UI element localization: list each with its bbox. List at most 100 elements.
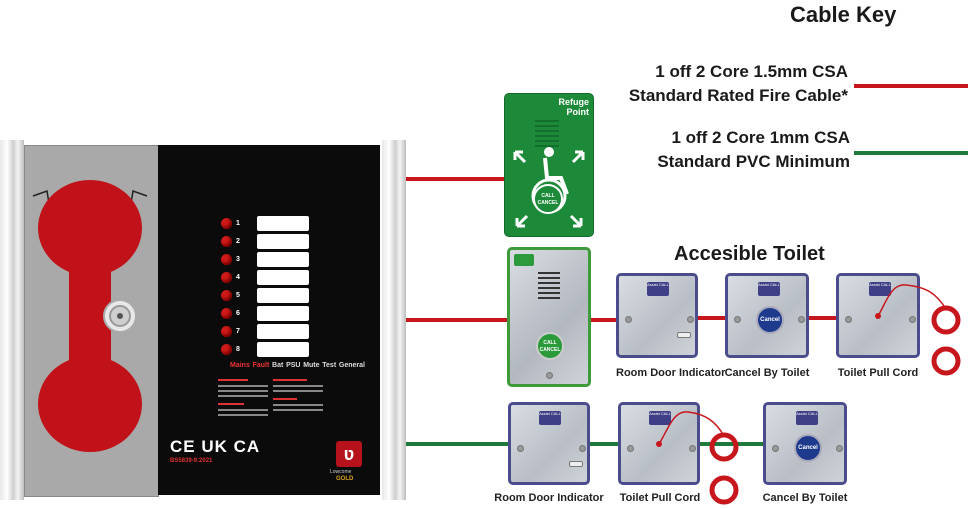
zone-number: 6 bbox=[236, 310, 240, 317]
screw-icon bbox=[845, 316, 852, 323]
refuge-call-label: CALL bbox=[541, 193, 555, 199]
fire-cable-swatch bbox=[854, 84, 968, 88]
zone-label-card bbox=[257, 216, 309, 231]
screw-icon bbox=[734, 316, 741, 323]
cancel-by-toilet-caption-2: Cancel By Toilet bbox=[762, 492, 848, 504]
status-psu: PSU bbox=[286, 362, 301, 369]
screw-icon bbox=[687, 316, 694, 323]
pvc-cable-swatch bbox=[854, 151, 968, 155]
ce-ukca-marks: CE UK CA bbox=[170, 437, 261, 456]
pvc-cable-legend: 1 off 2 Core 1mm CSA Standard PVC Minimu… bbox=[560, 126, 850, 174]
zone-number: 4 bbox=[236, 274, 240, 281]
zone-label-card bbox=[257, 252, 309, 267]
refuge-point-unit: Refuge Point CALL CANCEL bbox=[504, 93, 594, 237]
room-door-indicator-caption-2: Room Door Indicator bbox=[494, 492, 604, 504]
screw-icon bbox=[836, 445, 843, 452]
zone-led bbox=[221, 290, 232, 301]
zone-label-card bbox=[257, 324, 309, 339]
cancel-button[interactable]: Cancel bbox=[756, 306, 784, 334]
outstation-call-button[interactable]: CALL CANCEL bbox=[536, 332, 564, 360]
panel-face: 1 2 3 4 5 6 7 8 Mains Fault Bat PSU Mute Test G… bbox=[158, 145, 380, 495]
zone-number: 7 bbox=[236, 328, 240, 335]
room-door-indicator-1: Assist CALL bbox=[616, 273, 698, 358]
zone-led bbox=[221, 308, 232, 319]
zone-number: 1 bbox=[236, 220, 240, 227]
speaker-grille-icon bbox=[535, 120, 559, 148]
refuge-point-label: Refuge Point bbox=[558, 97, 589, 117]
handset-bay bbox=[24, 145, 159, 497]
pvc-cable-line1: 1 off 2 Core 1mm CSA bbox=[671, 128, 850, 147]
room-door-indicator-caption-1: Room Door Indicator bbox=[616, 367, 726, 379]
zone-label-card bbox=[257, 270, 309, 285]
zone-label-card bbox=[257, 342, 309, 357]
screw-icon bbox=[579, 445, 586, 452]
screw-icon bbox=[627, 445, 634, 452]
instructions-right bbox=[273, 377, 323, 437]
pull-cord-icon[interactable] bbox=[836, 273, 969, 393]
cancel-button[interactable]: Cancel bbox=[794, 434, 822, 462]
status-bat: Bat bbox=[272, 362, 284, 369]
instructions-left bbox=[218, 377, 268, 437]
status-mute: Mute bbox=[303, 362, 320, 369]
standard-text: BS5839-9:2021 bbox=[170, 458, 213, 464]
handset-icon[interactable] bbox=[25, 146, 158, 496]
assist-call-badge: Assist CALL bbox=[649, 411, 671, 425]
assist-call-badge: Assist CALL bbox=[796, 411, 818, 425]
refuge-badge-icon bbox=[514, 254, 534, 266]
screw-icon bbox=[517, 445, 524, 452]
outstation-cancel-label: CANCEL bbox=[539, 347, 561, 353]
screw-icon bbox=[689, 445, 696, 452]
assist-call-badge: Assist CALL bbox=[758, 282, 780, 296]
zone-led bbox=[221, 326, 232, 337]
zone-led bbox=[221, 272, 232, 283]
assist-call-badge: Assist CALL bbox=[539, 411, 561, 425]
screw-icon bbox=[798, 316, 805, 323]
status-test: Test bbox=[322, 362, 337, 369]
zone-label-card bbox=[257, 234, 309, 249]
status-mains: Mains bbox=[230, 362, 250, 369]
status-led-row: Mains Fault Bat PSU Mute Test General bbox=[230, 362, 365, 369]
zone-label-card bbox=[257, 288, 309, 303]
brand-name: Lowcome bbox=[330, 469, 352, 475]
panel-left-rail bbox=[0, 140, 24, 500]
outstation-unit: CALL CANCEL bbox=[507, 247, 591, 387]
refuge-call-button[interactable]: CALL CANCEL bbox=[533, 184, 563, 214]
fire-cable-line1: 1 off 2 Core 1.5mm CSA bbox=[655, 62, 848, 81]
screw-icon bbox=[909, 316, 916, 323]
refuge-cancel-label: CANCEL bbox=[537, 200, 559, 206]
assist-call-badge: Assist CALL bbox=[647, 282, 669, 296]
toilet-pull-cord-caption-1: Toilet Pull Cord bbox=[837, 367, 919, 379]
zone-number: 5 bbox=[236, 292, 240, 299]
pvc-cable-line2: Standard PVC Minimum bbox=[657, 152, 850, 171]
zone-led bbox=[221, 344, 232, 355]
status-general: General bbox=[338, 362, 365, 369]
room-door-indicator-2: Assist CALL bbox=[508, 402, 590, 485]
zone-number: 8 bbox=[236, 346, 240, 353]
indicator-lamp bbox=[569, 461, 583, 467]
toilet-pull-cord-caption-2: Toilet Pull Cord bbox=[619, 492, 701, 504]
product-name: GOLD bbox=[336, 476, 354, 482]
control-panel: 1 2 3 4 5 6 7 8 Mains Fault Bat PSU Mute Test G… bbox=[0, 140, 406, 500]
zone-led bbox=[221, 254, 232, 265]
zone-label-card bbox=[257, 306, 309, 321]
cancel-by-toilet-caption-1: Cancel By Toilet bbox=[724, 367, 810, 379]
pull-cord-icon[interactable] bbox=[618, 402, 748, 509]
zone-number: 3 bbox=[236, 256, 240, 263]
cable-key-title: Cable Key bbox=[790, 2, 897, 27]
cancel-by-toilet-2: Assist CALL Cancel bbox=[763, 402, 847, 485]
zone-number: 2 bbox=[236, 238, 240, 245]
fire-cable-line2: Standard Rated Fire Cable* bbox=[628, 86, 848, 105]
speaker-grille-icon bbox=[538, 272, 560, 302]
assist-call-badge: Assist CALL bbox=[869, 282, 891, 296]
indicator-lamp bbox=[677, 332, 691, 338]
status-fault: Fault bbox=[252, 362, 270, 369]
accessible-toilet-title: Accesible Toilet bbox=[674, 243, 825, 265]
cancel-by-toilet-1: Assist CALL Cancel bbox=[725, 273, 809, 358]
zone-led bbox=[221, 218, 232, 229]
fire-cable-legend: 1 off 2 Core 1.5mm CSA Standard Rated Fi… bbox=[560, 60, 848, 108]
zone-led bbox=[221, 236, 232, 247]
outstation-call-label: CALL bbox=[543, 340, 557, 346]
screw-icon bbox=[625, 316, 632, 323]
brand-logo: ʋ bbox=[336, 441, 362, 467]
screw-icon bbox=[772, 445, 779, 452]
